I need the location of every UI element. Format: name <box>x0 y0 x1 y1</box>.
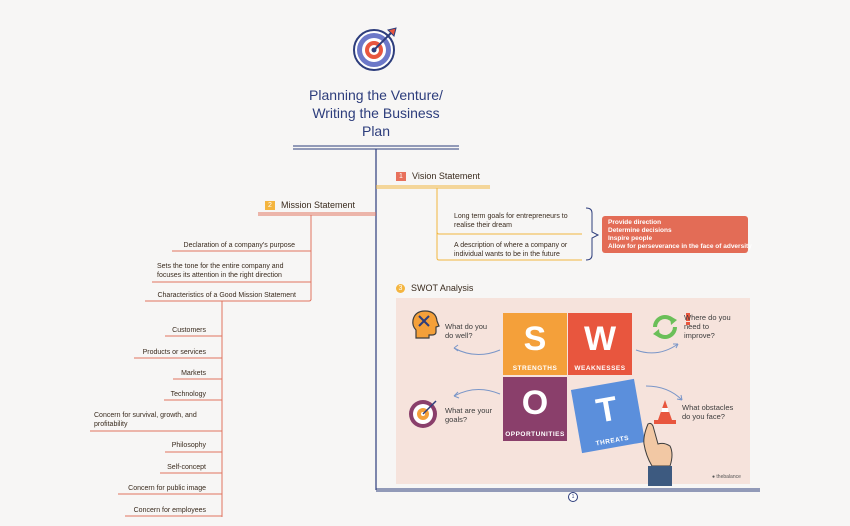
vision-statement-topic[interactable]: 1 Vision Statement <box>396 171 480 181</box>
vision-statement-label: Vision Statement <box>412 171 480 181</box>
topic-number-badge: 2 <box>265 200 275 210</box>
vision-item[interactable]: Long term goals for entrepreneurs to rea… <box>454 213 568 229</box>
weaknesses-tile: W WEAKNESSES <box>568 313 632 375</box>
traffic-cone-icon <box>654 400 676 424</box>
swot-question: What obstacles do you face? <box>682 403 734 421</box>
topic-number-badge: 1 <box>396 171 406 181</box>
characteristic-item[interactable]: Concern for public image <box>128 485 206 492</box>
mission-item[interactable]: Characteristics of a Good Mission Statem… <box>157 292 296 299</box>
brand-logo-icon: ● <box>712 474 716 480</box>
callout-line: Allow for perseverance in the face of ad… <box>608 243 752 250</box>
goal-target-icon <box>409 400 437 428</box>
collapse-toggle[interactable]: 1 <box>568 492 578 502</box>
swot-question: Where do you need to improve? <box>684 313 731 340</box>
tile-letter: O <box>521 384 549 422</box>
characteristic-item[interactable]: Customers <box>172 327 206 334</box>
central-title-line: Planning the Venture/ <box>309 87 443 103</box>
mission-item[interactable]: Declaration of a company's purpose <box>183 242 295 249</box>
swot-analysis-topic[interactable]: 3 SWOT Analysis <box>396 283 473 293</box>
characteristic-item[interactable]: Markets <box>181 370 206 377</box>
tile-letter: W <box>583 320 617 358</box>
callout-line: Inspire people <box>608 235 653 242</box>
characteristic-item[interactable]: Philosophy <box>171 442 206 449</box>
mission-statement-topic[interactable]: 2 Mission Statement <box>265 200 355 210</box>
hand-icon <box>643 422 673 486</box>
swot-question: What are your goals? <box>445 406 493 424</box>
opportunities-tile: O OPPORTUNITIES <box>503 377 567 441</box>
topic-number-badge: 3 <box>396 283 405 293</box>
characteristic-item[interactable]: Technology <box>170 391 206 398</box>
head-tools-icon <box>412 310 440 339</box>
target-icon <box>353 27 397 71</box>
callout-line: Provide direction <box>608 219 662 226</box>
tile-word: STRENGTHS <box>512 365 558 372</box>
vision-callout[interactable]: Provide direction Determine decisions In… <box>602 216 752 253</box>
brand-watermark: ● thebalance <box>712 474 741 480</box>
central-topic-title[interactable]: Planning the Venture/ Writing the Busine… <box>288 86 464 140</box>
strengths-tile: S STRENGTHS <box>503 313 567 375</box>
vision-item[interactable]: A description of where a company or indi… <box>454 242 568 258</box>
mission-statement-label: Mission Statement <box>281 200 356 210</box>
brand-name: thebalance <box>716 474 741 480</box>
characteristic-item[interactable]: Self-concept <box>167 464 206 471</box>
characteristic-item[interactable]: Products or services <box>142 349 206 356</box>
refresh-cycle-icon <box>653 315 677 339</box>
central-title-line: Plan <box>361 123 391 139</box>
characteristic-item[interactable]: Concern for employees <box>133 507 206 514</box>
swot-arrows <box>453 343 683 401</box>
tile-word: WEAKNESSES <box>574 365 626 372</box>
tile-word: OPPORTUNITIES <box>505 431 565 438</box>
swot-analysis-label: SWOT Analysis <box>411 283 474 293</box>
tile-letter: S <box>523 320 547 358</box>
callout-line: Determine decisions <box>608 227 672 234</box>
mission-item[interactable]: Sets the tone for the entire company and… <box>157 263 284 279</box>
characteristic-item[interactable]: Concern for survival, growth, and profit… <box>94 412 197 428</box>
exclamation-icon <box>686 313 690 325</box>
central-title-line: Writing the Business <box>312 105 440 121</box>
swot-question: What do you do well? <box>445 322 488 340</box>
